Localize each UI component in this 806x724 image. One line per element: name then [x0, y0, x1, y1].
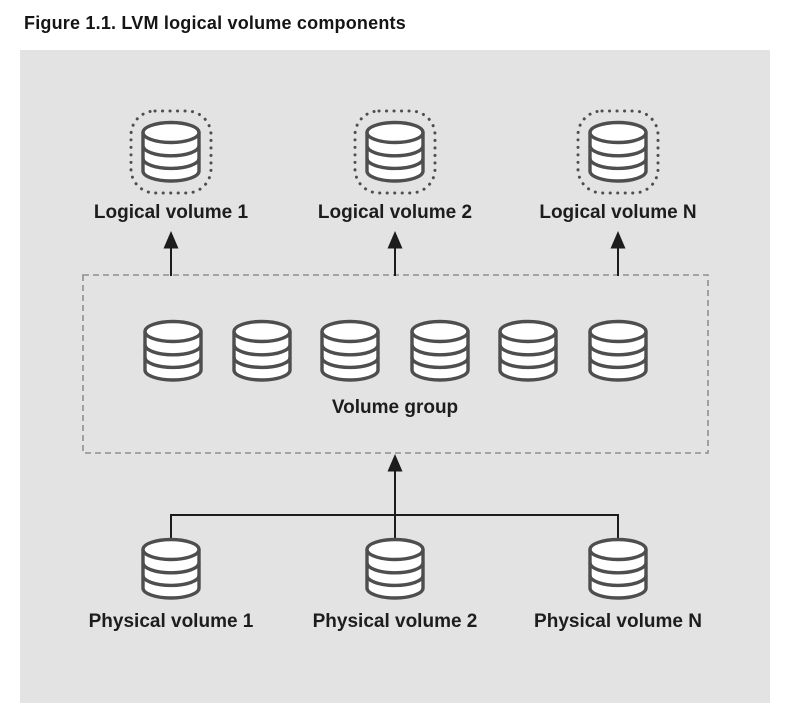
- logical-volume-N-label: Logical volume N: [539, 202, 697, 223]
- figure-title: Figure 1.1. LVM logical volume component…: [24, 13, 406, 33]
- volume-group-cylinder-icon: [232, 319, 292, 382]
- physical-volume-N-icon: [588, 537, 648, 600]
- physical-volume-1-icon: [141, 537, 201, 600]
- up-arrow-to-lv1: [163, 231, 179, 276]
- physical-volume-1-label: Physical volume 1: [88, 611, 254, 632]
- up-arrow-to-volume-group: [387, 454, 403, 539]
- volume-group-cylinder-icon: [588, 319, 648, 382]
- volume-group-cylinder-icon: [498, 319, 558, 382]
- volume-group-label: Volume group: [331, 397, 459, 418]
- dotted-border: [576, 109, 660, 195]
- physical-volume-N-label: Physical volume N: [534, 611, 702, 632]
- volume-group-cylinder-icon: [410, 319, 470, 382]
- dotted-border: [129, 109, 213, 195]
- connector-overlay: [82, 231, 709, 539]
- up-arrow-to-lv2: [387, 231, 403, 276]
- volume-group-cylinder-icon: [143, 319, 203, 382]
- logical-volume-1-icon: [129, 109, 213, 195]
- dotted-border: [353, 109, 437, 195]
- up-arrow-to-lvN: [610, 231, 626, 276]
- volume-group-cylinder-icon: [320, 319, 380, 382]
- logical-volume-2-label: Logical volume 2: [317, 202, 473, 223]
- physical-volume-2-icon: [365, 537, 425, 600]
- physical-volume-2-label: Physical volume 2: [312, 611, 478, 632]
- logical-volume-N-icon: [576, 109, 660, 195]
- logical-volume-1-label: Logical volume 1: [93, 202, 249, 223]
- logical-volume-2-icon: [353, 109, 437, 195]
- diagram-panel: Logical volume 1 Logical volume 2 Logica…: [20, 50, 770, 703]
